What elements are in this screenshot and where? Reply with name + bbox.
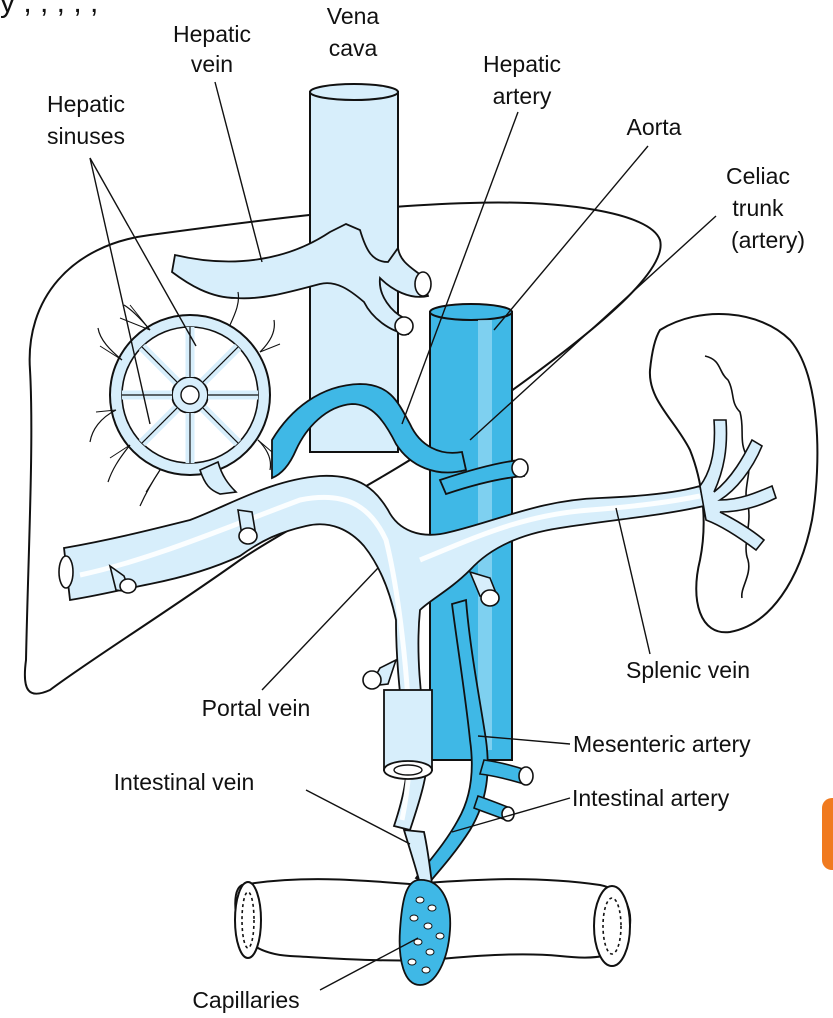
- label-hepatic-artery-line1: Hepatic: [483, 51, 561, 77]
- label-vena-cava-line2: cava: [329, 35, 378, 61]
- label-vena-cava-line1: Vena: [327, 3, 380, 29]
- label-celiac-trunk-line1: Celiac: [726, 163, 790, 189]
- leader-hepatic-vein: [215, 82, 262, 262]
- intestine-left-opening: [235, 882, 261, 958]
- intestinal-vessels: [404, 830, 432, 884]
- vena-cava-top-opening: [310, 84, 398, 100]
- leader-intestinal-vein: [306, 790, 410, 844]
- hepatic-vein-cut-end: [415, 272, 431, 296]
- label-splenic-vein: Splenic vein: [626, 657, 750, 683]
- label-vena-cava: Vena cava: [327, 3, 380, 61]
- label-hepatic-sinuses: Hepatic sinuses: [47, 91, 125, 149]
- label-hepatic-sinuses-line1: Hepatic: [47, 91, 125, 117]
- vena-cava-lower-cut-end: [384, 761, 432, 779]
- label-intestinal-vein: Intestinal vein: [114, 769, 255, 795]
- orange-edge-tab[interactable]: [822, 798, 833, 870]
- label-hepatic-sinuses-line2: sinuses: [47, 123, 125, 149]
- label-portal-vein: Portal vein: [202, 695, 311, 721]
- hepatic-lobule: [90, 292, 280, 506]
- vena-cava-lower: [384, 690, 432, 770]
- mesenteric-branch-cut-end: [519, 767, 533, 785]
- label-hepatic-vein-line2: vein: [191, 51, 233, 77]
- label-hepatic-artery: Hepatic artery: [483, 51, 561, 109]
- label-celiac-trunk: Celiac trunk (artery): [726, 163, 805, 253]
- label-mesenteric-artery: Mesenteric artery: [573, 731, 751, 757]
- hepatic-vein-cut-end-2: [395, 317, 413, 335]
- label-hepatic-vein-line1: Hepatic: [173, 21, 251, 47]
- label-capillaries: Capillaries: [192, 987, 299, 1013]
- leader-splenic-vein: [616, 508, 650, 654]
- celiac-cut-end: [512, 459, 528, 477]
- leader-hepatic-sinuses-1: [90, 158, 196, 346]
- label-intestinal-artery: Intestinal artery: [572, 785, 730, 811]
- label-celiac-trunk-line3: (artery): [731, 227, 805, 253]
- label-hepatic-artery-line2: artery: [493, 83, 552, 109]
- splenic-vein-branches: [700, 420, 776, 550]
- label-celiac-trunk-line2: trunk: [732, 195, 784, 221]
- label-hepatic-vein: Hepatic vein: [173, 21, 251, 77]
- label-aorta: Aorta: [627, 114, 682, 140]
- leader-aorta: [494, 146, 648, 330]
- leader-portal-vein: [262, 568, 378, 690]
